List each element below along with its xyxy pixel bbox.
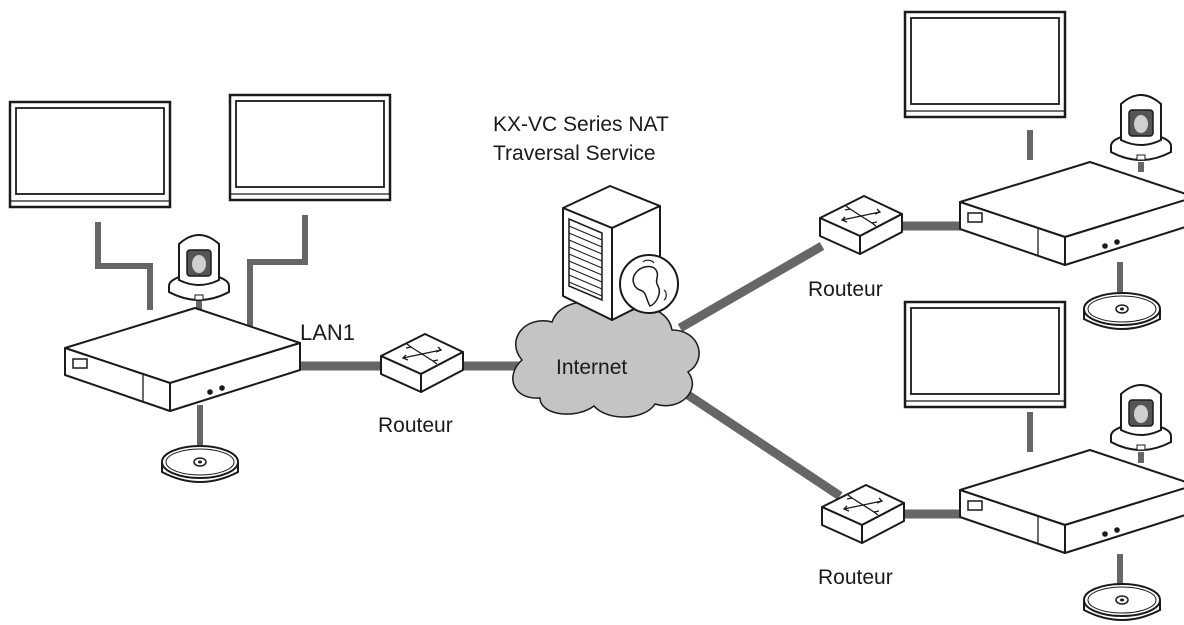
- cable-monitor-left: [95, 222, 153, 310]
- router-left-label: Routeur: [378, 414, 453, 437]
- left-site-monitor-1-icon: [8, 100, 172, 209]
- top-right-site-microphone-icon: [1083, 292, 1161, 330]
- top-right-site-codec-unit-icon: [959, 161, 1184, 266]
- router-bottom-right-label: Routeur: [818, 566, 893, 589]
- cable-internet-router-top: [677, 242, 825, 332]
- bottom-right-site-codec-unit-icon: [959, 449, 1184, 554]
- cable-internet-router-bottom: [682, 389, 843, 500]
- internet-label: Internet: [556, 356, 628, 379]
- nat-service-label-line-1: KX-VC Series NAT: [493, 113, 669, 136]
- bottom-right-site-monitor-icon: [903, 300, 1067, 409]
- left-site-camera-icon: [168, 234, 230, 301]
- top-right-site-monitor-icon: [903, 10, 1067, 119]
- left-site-microphone-icon: [161, 445, 239, 483]
- lan1-label: LAN1: [300, 320, 356, 345]
- top-right-site-camera-icon: [1110, 94, 1172, 161]
- bottom-right-site-camera-icon: [1110, 384, 1172, 451]
- cable-monitor-center: [247, 215, 308, 330]
- internet-cloud-icon: [512, 301, 700, 418]
- bottom-right-site-microphone-icon: [1083, 583, 1161, 621]
- cables: [95, 130, 1144, 584]
- router-top-right-label: Routeur: [808, 278, 883, 301]
- left-site-codec-unit-icon: [64, 307, 301, 412]
- left-router-icon: [380, 333, 464, 393]
- nat-service-label-line-2: Traversal Service: [493, 142, 656, 165]
- nat-service-label: KX-VC Series NAT Traversal Service: [493, 110, 669, 168]
- left-site-monitor-2-icon: [228, 93, 392, 202]
- globe-icon: [619, 254, 679, 314]
- top-right-router-icon: [819, 195, 903, 255]
